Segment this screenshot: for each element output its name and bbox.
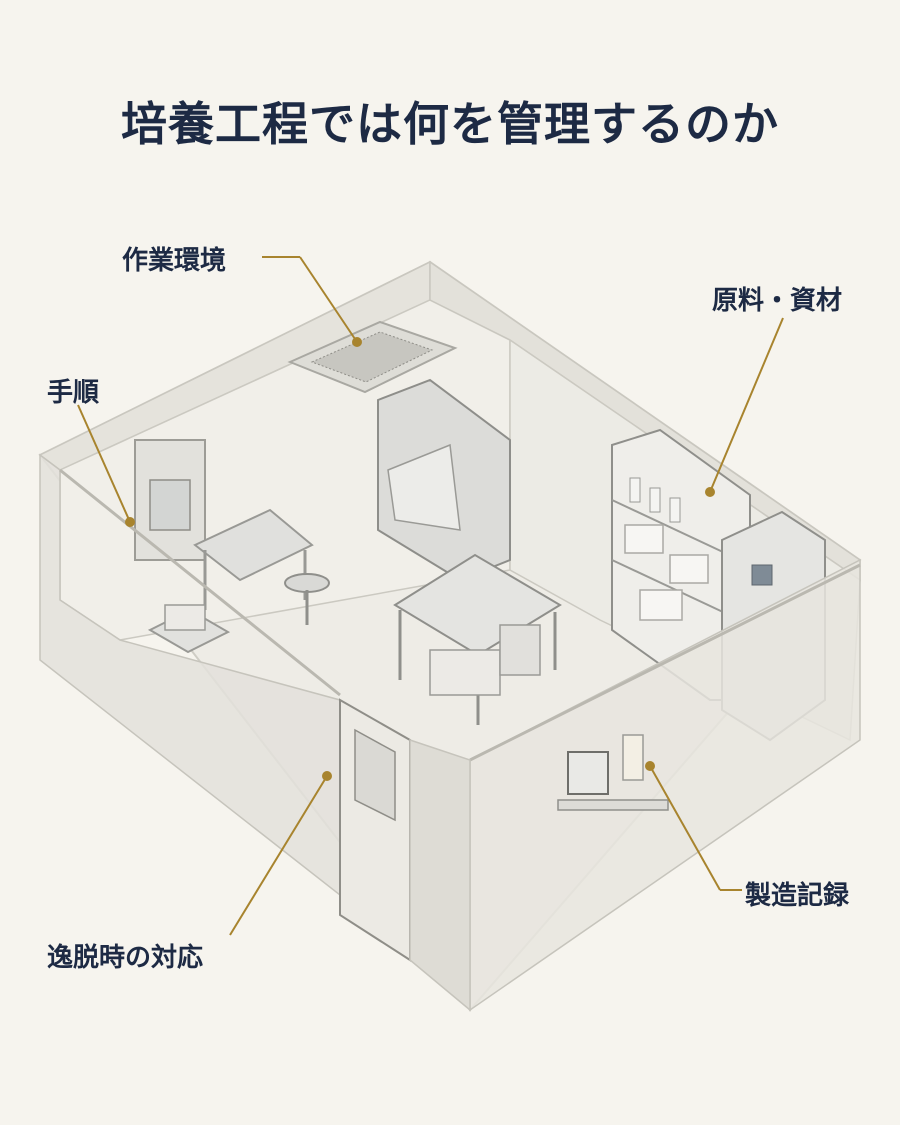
- storage-box: [429, 649, 501, 696]
- label-procedure: 手順: [47, 378, 100, 408]
- incubator-panel: [751, 564, 773, 586]
- cart-box: [164, 604, 206, 631]
- leader-dot-procedure: [125, 517, 135, 527]
- storage-box: [499, 624, 541, 676]
- material-box: [624, 524, 664, 554]
- leader-line-environment: [299, 256, 358, 343]
- front-left-glass-rail: [59, 468, 341, 697]
- workbench-left: [193, 508, 314, 582]
- reagent-bottle: [629, 477, 641, 503]
- material-box: [639, 589, 683, 621]
- pass-box-window: [149, 479, 191, 531]
- reagent-bottle: [669, 497, 681, 523]
- leader-line-materials: [709, 317, 784, 493]
- entrance-door: [339, 698, 411, 962]
- door-side-wall: [409, 738, 471, 1012]
- label-deviation: 逸脱時の対応: [47, 943, 204, 973]
- label-materials: 原料・資材: [712, 286, 843, 316]
- label-environment: 作業環境: [122, 246, 227, 276]
- reagent-bottle: [649, 487, 661, 513]
- leader-line-deviation: [229, 775, 328, 936]
- record-monitor: [567, 751, 609, 795]
- safety-cabinet-window: [387, 443, 461, 531]
- record-desk: [557, 799, 669, 811]
- front-right-glass-rail: [469, 563, 861, 762]
- door-window: [354, 728, 396, 822]
- leader-dot-deviation: [322, 771, 332, 781]
- leader-dot-records: [645, 761, 655, 771]
- leader-line-records: [649, 765, 721, 891]
- leader-line-procedure: [77, 404, 131, 523]
- stool-seat: [284, 573, 330, 593]
- label-records: 製造記録: [745, 881, 850, 911]
- leader-dot-environment: [352, 337, 362, 347]
- front-left-wall: [39, 453, 341, 897]
- shelf-board: [611, 499, 741, 561]
- record-binder: [622, 734, 644, 781]
- page-title: 培養工程では何を管理するのか: [121, 97, 779, 151]
- leader-dot-materials: [705, 487, 715, 497]
- material-box: [669, 554, 709, 584]
